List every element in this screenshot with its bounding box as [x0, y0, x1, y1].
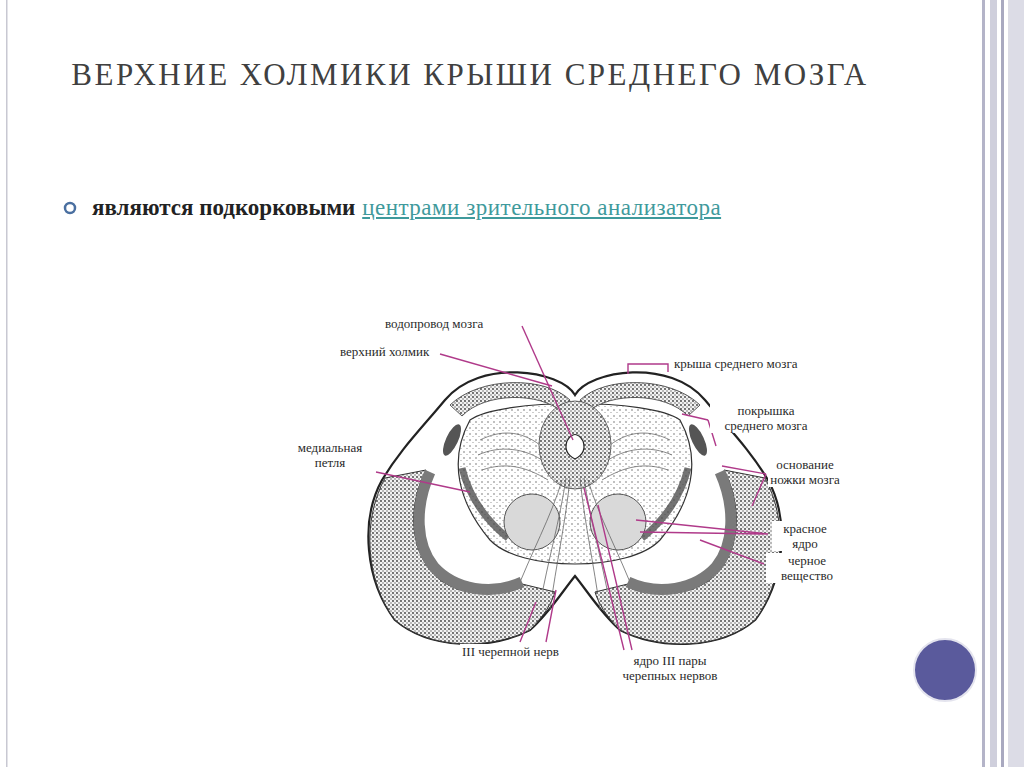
- leader-line: [376, 472, 470, 492]
- leader-bracket: [722, 466, 766, 506]
- bullet-link-text: центрами зрительного анализатора: [362, 195, 721, 220]
- fibre-line: [610, 433, 670, 445]
- leader-line: [440, 354, 552, 386]
- part-label: красное ядро: [772, 521, 838, 551]
- peduncle-left: [370, 470, 555, 644]
- leader-line: [520, 590, 556, 642]
- part-label: водопровод мозга: [383, 316, 485, 331]
- fibre-line: [480, 433, 540, 445]
- leader-bracket: [628, 364, 668, 374]
- cerebral-peduncle: [370, 470, 555, 644]
- part-label: основание ножки мозга: [768, 457, 842, 487]
- frame-band: [1001, 0, 1004, 767]
- leader-line: [636, 520, 768, 534]
- peduncle-right: [595, 470, 780, 644]
- frame-band: [1008, 0, 1024, 767]
- frame-line: [6, 0, 8, 767]
- cerebral-peduncle: [595, 470, 780, 644]
- part-label: III черепной нерв: [460, 644, 561, 659]
- medial-lemniscus: [642, 468, 688, 538]
- fibre-line: [540, 478, 566, 605]
- part-label: медиальная петля: [283, 440, 377, 470]
- brachium: [439, 422, 464, 458]
- bullet-plain-text: являются подкорковыми: [92, 195, 355, 220]
- leader-line: [522, 326, 573, 440]
- red-nucleus: [504, 494, 560, 550]
- medial-lemniscus: [462, 468, 508, 538]
- substantia-nigra: [628, 472, 731, 589]
- frame-band: [982, 0, 985, 767]
- part-label: черное вещество: [766, 553, 848, 583]
- fibre-line: [605, 449, 672, 462]
- part-label: покрышка среднего мозга: [710, 403, 822, 433]
- bullet-marker: [65, 203, 75, 213]
- substantia-nigra: [419, 472, 522, 589]
- frame-band: [990, 0, 997, 767]
- leader-line: [584, 488, 632, 650]
- red-nucleus: [590, 494, 646, 550]
- fibre-line: [482, 466, 548, 480]
- fibre-line: [588, 480, 635, 595]
- fibre-line: [515, 480, 562, 595]
- periaqueductal-grey: [539, 401, 611, 489]
- deco-circle: [914, 639, 976, 701]
- part-label: верхний холмик: [338, 344, 431, 359]
- aqueduct: [566, 435, 584, 460]
- brachium: [685, 422, 710, 458]
- fibre-line: [602, 466, 668, 480]
- part-label: крыша среднего мозга: [672, 356, 800, 371]
- fibre-line: [478, 449, 545, 462]
- part-label: ядро III пары черепных нервов: [612, 653, 728, 683]
- bullet-text: являются подкорковыми центрами зрительног…: [92, 188, 892, 228]
- slide-title: ВЕРХНИЕ ХОЛМИКИ КРЫШИ СРЕДНЕГО МОЗГА: [40, 47, 900, 102]
- leader-line: [700, 540, 764, 564]
- fibre-line: [550, 478, 570, 610]
- leader-lines: [376, 326, 768, 650]
